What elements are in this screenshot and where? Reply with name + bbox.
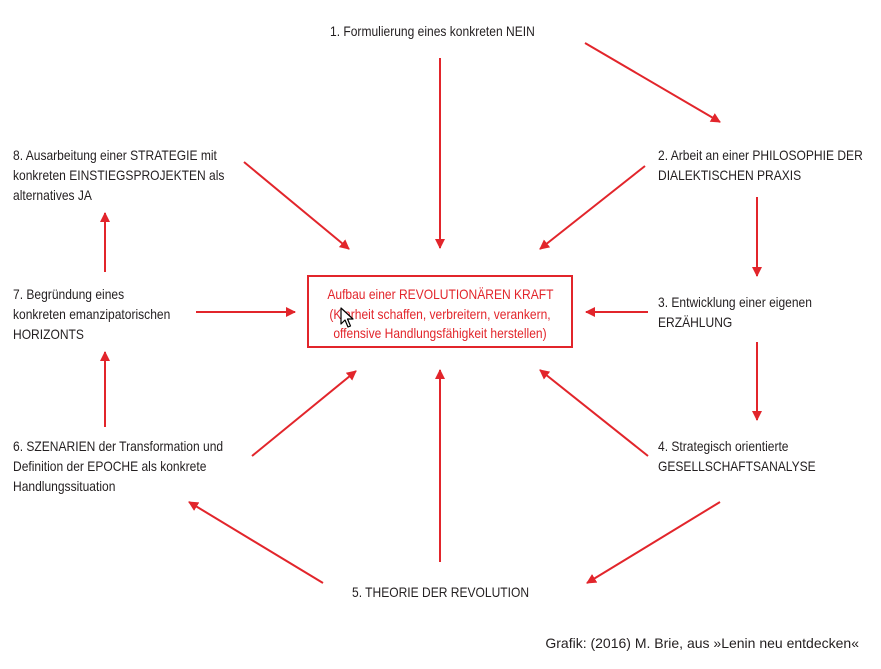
center-line-2: (Klarheit schaffen, verbreitern, veranke… (329, 305, 551, 322)
node-2: 2. Arbeit an einer PHILOSOPHIE DER DIALE… (658, 147, 863, 183)
center-box: Aufbau einer REVOLUTIONÄREN KRAFT (Klarh… (307, 275, 573, 348)
arrow-2-to-center (539, 165, 646, 250)
node-8: 8. Ausarbeitung einer STRATEGIE mit konk… (13, 147, 225, 203)
arrow-4-to-center (539, 369, 649, 457)
arrow-6-to-center (251, 370, 357, 457)
node-1: 1. Formulierung eines konkreten NEIN (330, 23, 535, 39)
image-credit: Grafik: (2016) M. Brie, aus »Lenin neu e… (545, 635, 859, 651)
center-text: Aufbau einer REVOLUTIONÄREN KRAFT (Klarh… (309, 285, 571, 344)
arrow-4-to-5 (586, 501, 721, 584)
arrow-5-to-6 (188, 501, 324, 584)
arrow-1-to-2 (584, 42, 721, 123)
center-title: Aufbau einer REVOLUTIONÄREN KRAFT (327, 286, 554, 302)
mouse-pointer-icon (340, 307, 354, 328)
node-6: 6. SZENARIEN der Transformation und Defi… (13, 438, 224, 494)
arrow-8-to-center (243, 161, 350, 250)
node-5: 5. THEORIE DER REVOLUTION (352, 584, 530, 600)
node-7: 7. Begründung eines konkreten emanzipato… (13, 286, 171, 342)
center-line-3: offensive Handlungsfähigkeit herstellen) (333, 325, 547, 341)
node-3: 3. Entwicklung einer eigenen ERZÄHLUNG (658, 294, 812, 330)
node-4: 4. Strategisch orientierte GESELLSCHAFTS… (658, 438, 816, 474)
